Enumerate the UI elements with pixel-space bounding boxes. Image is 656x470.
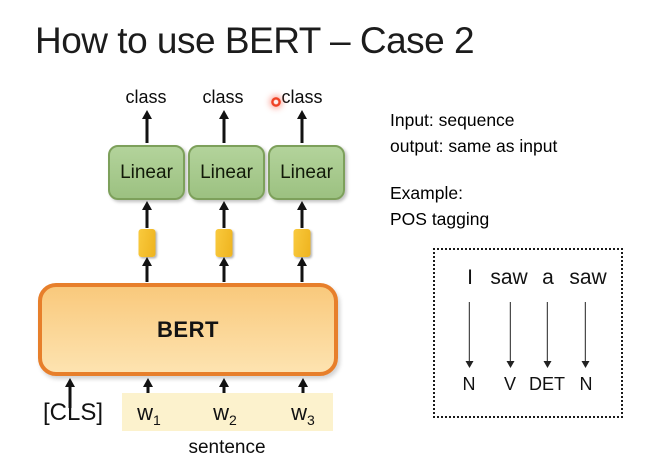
example-tag-1: N [462, 374, 476, 394]
sentence-label: sentence [188, 437, 266, 458]
linear-box-1: Linear [108, 145, 185, 200]
slide-title: How to use BERT – Case 2 [35, 20, 475, 61]
token-base: w [291, 400, 308, 425]
token-base: w [213, 400, 230, 425]
bert-box: BERT [38, 283, 338, 376]
note-pos-tagging: POS tagging [390, 209, 490, 229]
token-w2: w2 [213, 400, 237, 428]
bert-label: BERT [157, 316, 219, 342]
token-base: w [137, 400, 154, 425]
arrow-down-icon [581, 302, 590, 368]
token-subscript: 2 [229, 412, 237, 428]
example-tag-3: DET [529, 374, 565, 394]
arrow-up-icon [141, 201, 153, 228]
laser-pointer-dot [271, 97, 281, 107]
cls-token-label: [CLS] [43, 399, 104, 426]
linear-box-3: Linear [268, 145, 345, 200]
sentence-highlight-band [122, 393, 333, 431]
embedding-rect-1 [138, 229, 156, 257]
arrow-up-icon [218, 110, 230, 143]
token-w1: w1 [137, 400, 161, 428]
arrow-up-icon [141, 257, 153, 282]
token-w3: w3 [291, 400, 315, 428]
example-word-3: a [542, 266, 554, 289]
example-word-1: I [467, 266, 473, 289]
token-subscript: 1 [153, 412, 161, 428]
example-tag-4: N [579, 374, 593, 394]
embedding-rect-2 [215, 229, 233, 257]
arrow-down-icon [465, 302, 474, 368]
arrow-up-icon [296, 257, 308, 282]
linear-label: Linear [280, 161, 333, 183]
token-subscript: 3 [307, 412, 315, 428]
linear-box-2: Linear [188, 145, 265, 200]
note-input-sequence: Input: sequence [390, 110, 515, 130]
note-output-same: output: same as input [390, 136, 558, 156]
class-label-3: class [281, 87, 323, 107]
arrow-up-icon [218, 201, 230, 228]
arrow-up-icon [141, 110, 153, 143]
class-label-1: class [125, 87, 167, 107]
arrow-up-icon [218, 257, 230, 282]
note-example: Example: [390, 183, 463, 203]
embedding-rect-3 [293, 229, 311, 257]
linear-label: Linear [120, 161, 173, 183]
arrow-up-icon [296, 201, 308, 228]
class-label-2: class [202, 87, 244, 107]
linear-label: Linear [200, 161, 253, 183]
arrow-down-icon [543, 302, 552, 368]
example-word-4: saw [569, 266, 607, 289]
example-word-2: saw [490, 266, 528, 289]
arrow-up-icon [296, 110, 308, 143]
pos-example-box: I saw a saw N V DET N [433, 248, 623, 418]
arrow-down-icon [506, 302, 515, 368]
example-tag-2: V [503, 374, 517, 394]
